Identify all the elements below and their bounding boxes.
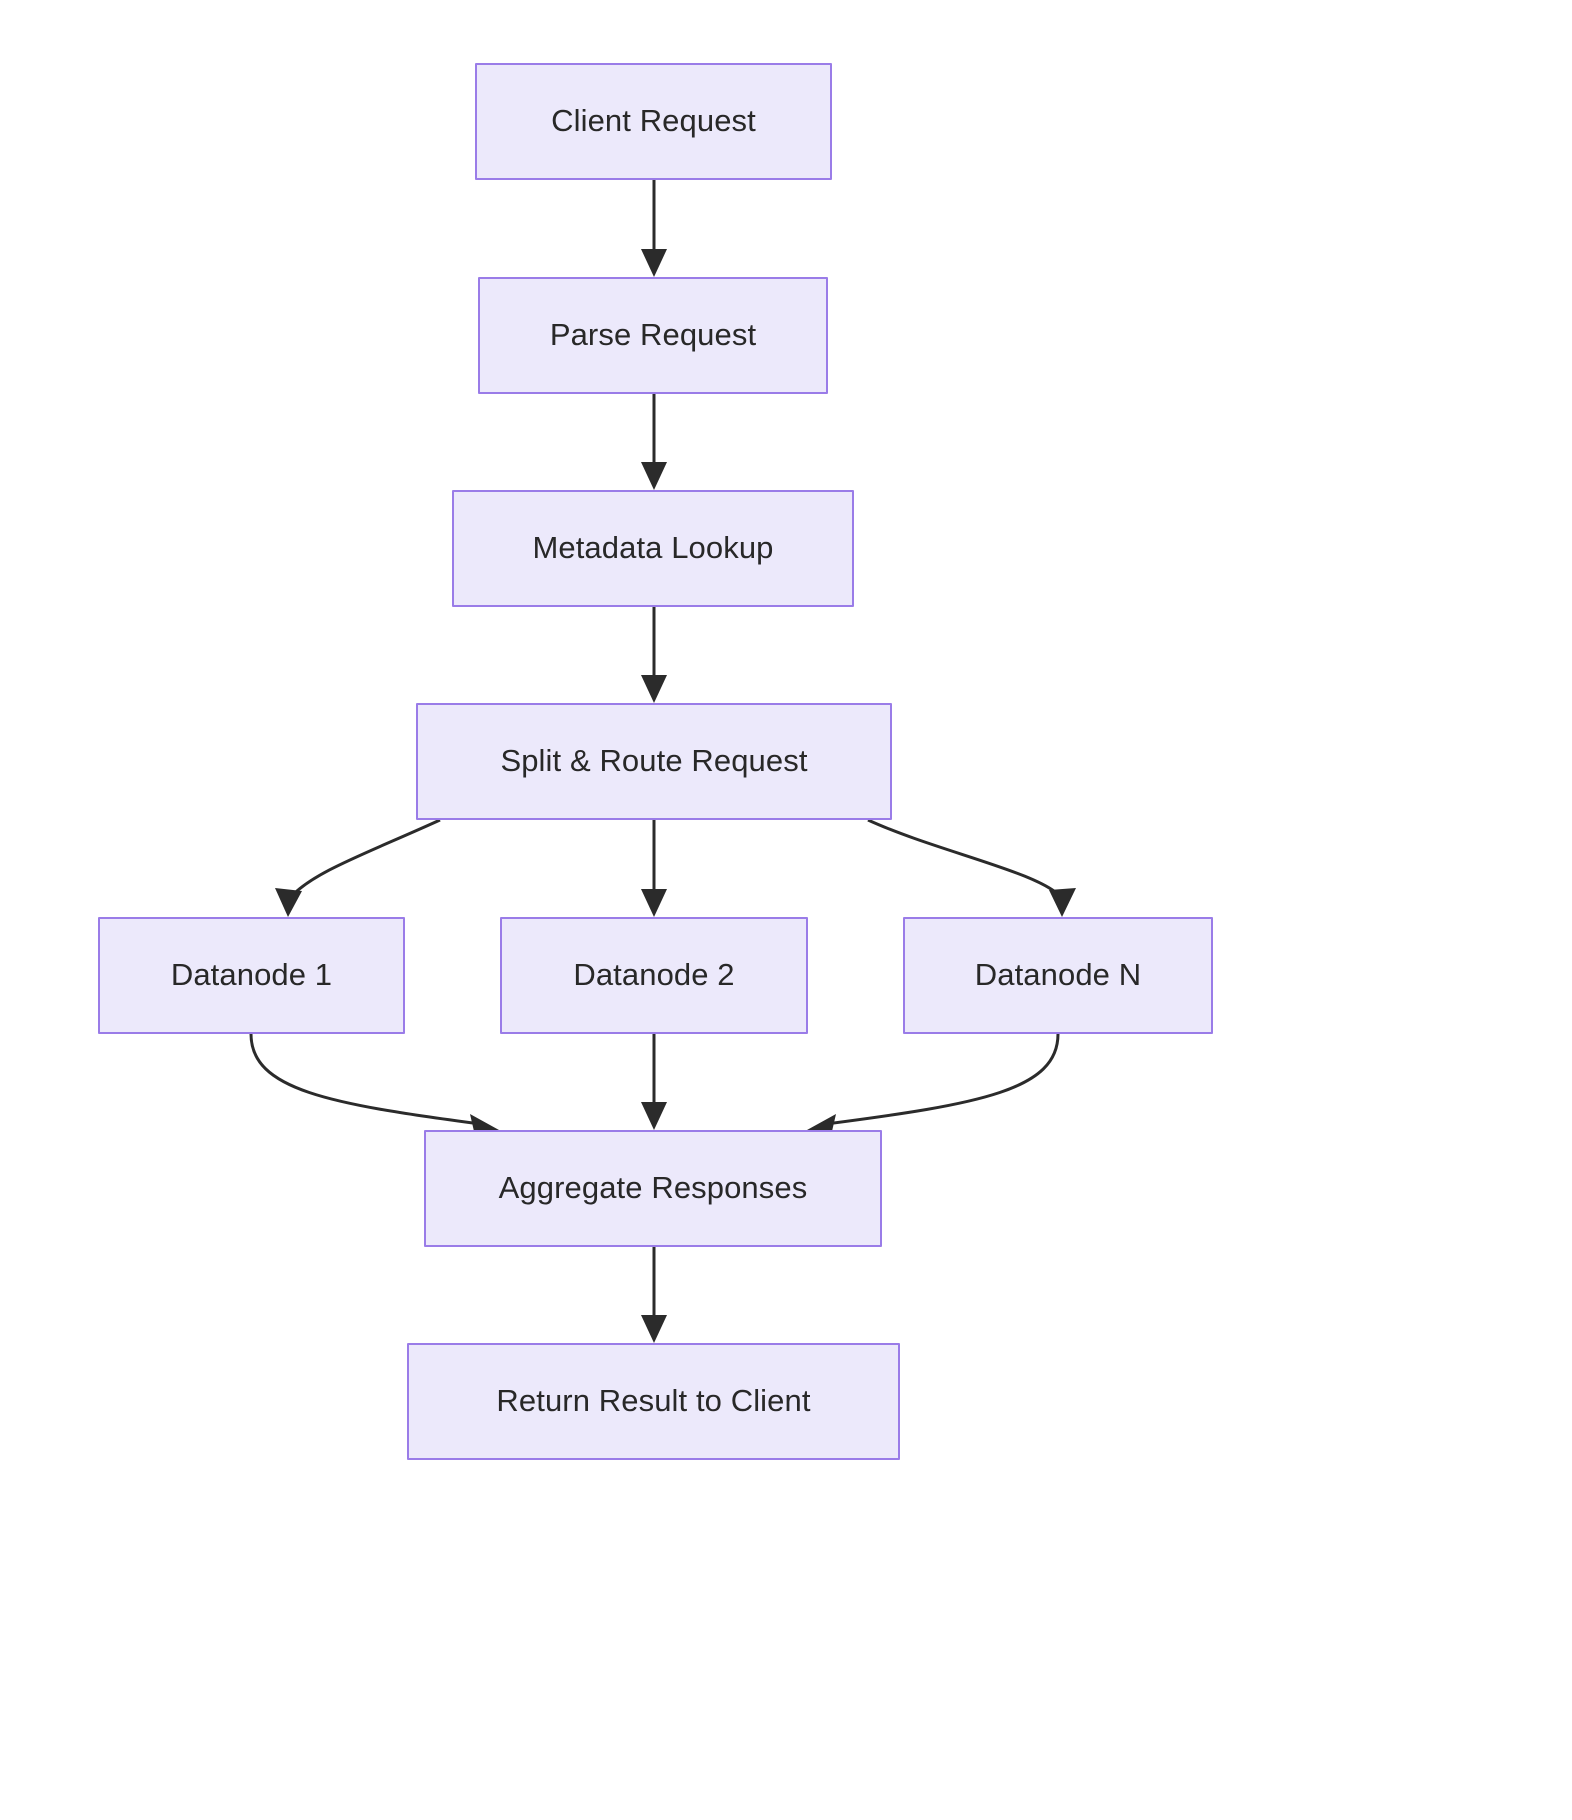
node-datanode-1[interactable]: Datanode 1 (98, 917, 405, 1034)
node-client-request[interactable]: Client Request (475, 63, 832, 180)
node-metadata-lookup[interactable]: Metadata Lookup (452, 490, 854, 607)
node-datanode-2[interactable]: Datanode 2 (500, 917, 808, 1034)
node-parse-request[interactable]: Parse Request (478, 277, 828, 394)
node-datanode-n-label: Datanode N (974, 957, 1142, 993)
node-metadata-lookup-label: Metadata Lookup (532, 530, 774, 566)
node-parse-request-label: Parse Request (549, 317, 757, 353)
edge-aggregate-to-return-result (641, 1247, 667, 1343)
edge-split-route-to-datanode-n (867, 818, 1076, 917)
node-aggregate-responses-label: Aggregate Responses (498, 1170, 808, 1206)
edge-client-request-to-parse-request (641, 180, 667, 277)
edge-datanode-1-to-aggregate (249, 1033, 499, 1140)
edge-parse-request-to-metadata-lookup (641, 394, 667, 490)
edge-datanode-n-to-aggregate (807, 1033, 1060, 1140)
node-datanode-n[interactable]: Datanode N (903, 917, 1213, 1034)
edge-split-route-to-datanode-2 (641, 820, 667, 917)
node-return-result-to-client-label: Return Result to Client (496, 1383, 811, 1419)
node-split-route-request-label: Split & Route Request (500, 743, 808, 779)
node-return-result-to-client[interactable]: Return Result to Client (407, 1343, 900, 1460)
node-aggregate-responses[interactable]: Aggregate Responses (424, 1130, 882, 1247)
node-client-request-label: Client Request (551, 103, 756, 139)
edge-split-route-to-datanode-1 (275, 818, 441, 917)
node-datanode-2-label: Datanode 2 (573, 957, 735, 993)
edge-metadata-lookup-to-split-route (641, 607, 667, 703)
node-split-route-request[interactable]: Split & Route Request (416, 703, 892, 820)
edge-datanode-2-to-aggregate (641, 1034, 667, 1130)
node-datanode-1-label: Datanode 1 (170, 957, 333, 993)
